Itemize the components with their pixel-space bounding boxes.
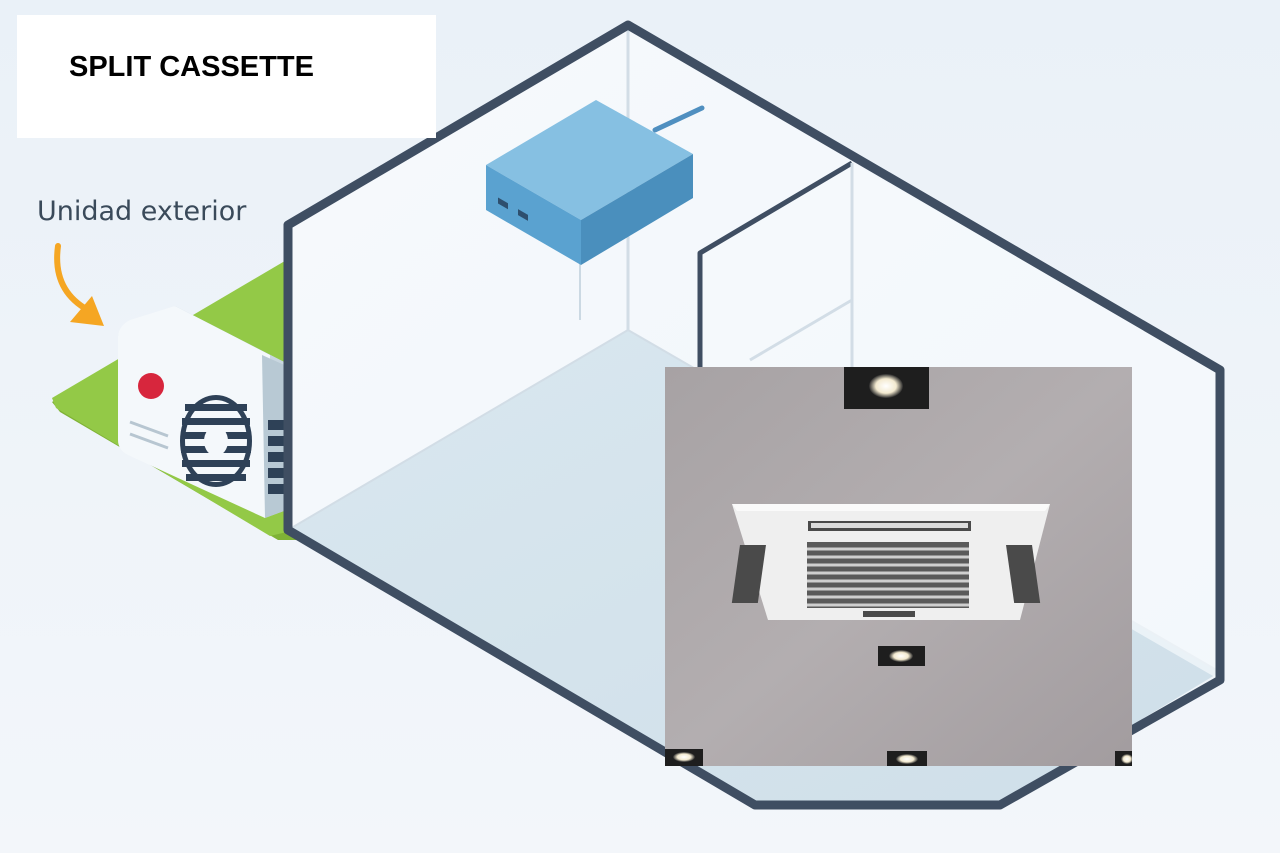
ceiling-spotlight-icon xyxy=(1115,751,1132,766)
cassette-unit-icon xyxy=(731,504,1050,620)
title-box: SPLIT CASSETTE xyxy=(17,15,436,138)
ceiling-cassette-photo xyxy=(665,367,1132,766)
ceiling-spotlight-icon xyxy=(878,646,925,666)
room-outline xyxy=(283,20,1225,810)
curved-arrow-icon xyxy=(54,243,104,326)
refrigerant-pipe xyxy=(652,105,705,133)
indoor-unit xyxy=(486,100,705,320)
fan-icon xyxy=(180,395,252,487)
diagram-title: SPLIT CASSETTE xyxy=(69,51,314,83)
outdoor-unit xyxy=(118,306,300,518)
ceiling-spotlight-icon xyxy=(887,751,927,766)
outdoor-unit-label: Unidad exterior xyxy=(37,196,247,227)
ceiling-spotlight-icon xyxy=(844,367,929,409)
status-badge xyxy=(138,373,164,399)
fan-grille-side xyxy=(268,420,290,494)
ceiling-spotlight-icon xyxy=(665,749,703,766)
intake-grille xyxy=(807,542,969,608)
